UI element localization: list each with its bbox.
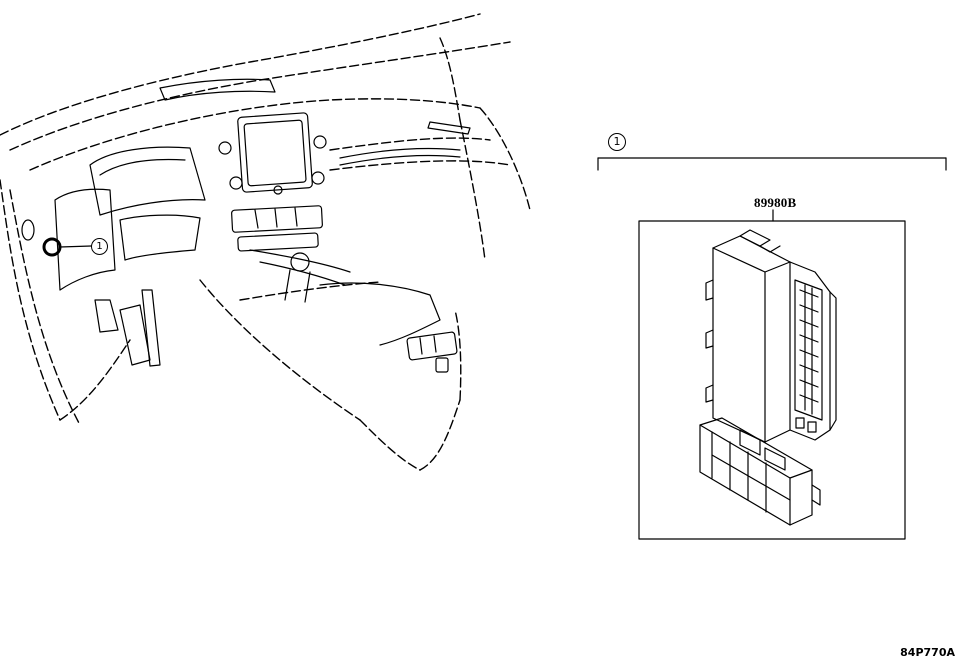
reference-bracket: [597, 157, 947, 171]
dashboard-callout-label: 1: [91, 238, 108, 255]
dashboard-illustration: [0, 13, 531, 471]
part-box: [638, 220, 906, 540]
dashboard-details: [21, 78, 471, 373]
ecu-module-illustration: [705, 229, 837, 443]
part-number-label: 89980B: [754, 195, 797, 210]
dashboard-callout: [42, 237, 92, 257]
connector-housing-illustration: [699, 417, 821, 526]
callout-reference-label: 1: [608, 133, 626, 151]
drawing-code-label: 84P770A: [900, 646, 955, 659]
